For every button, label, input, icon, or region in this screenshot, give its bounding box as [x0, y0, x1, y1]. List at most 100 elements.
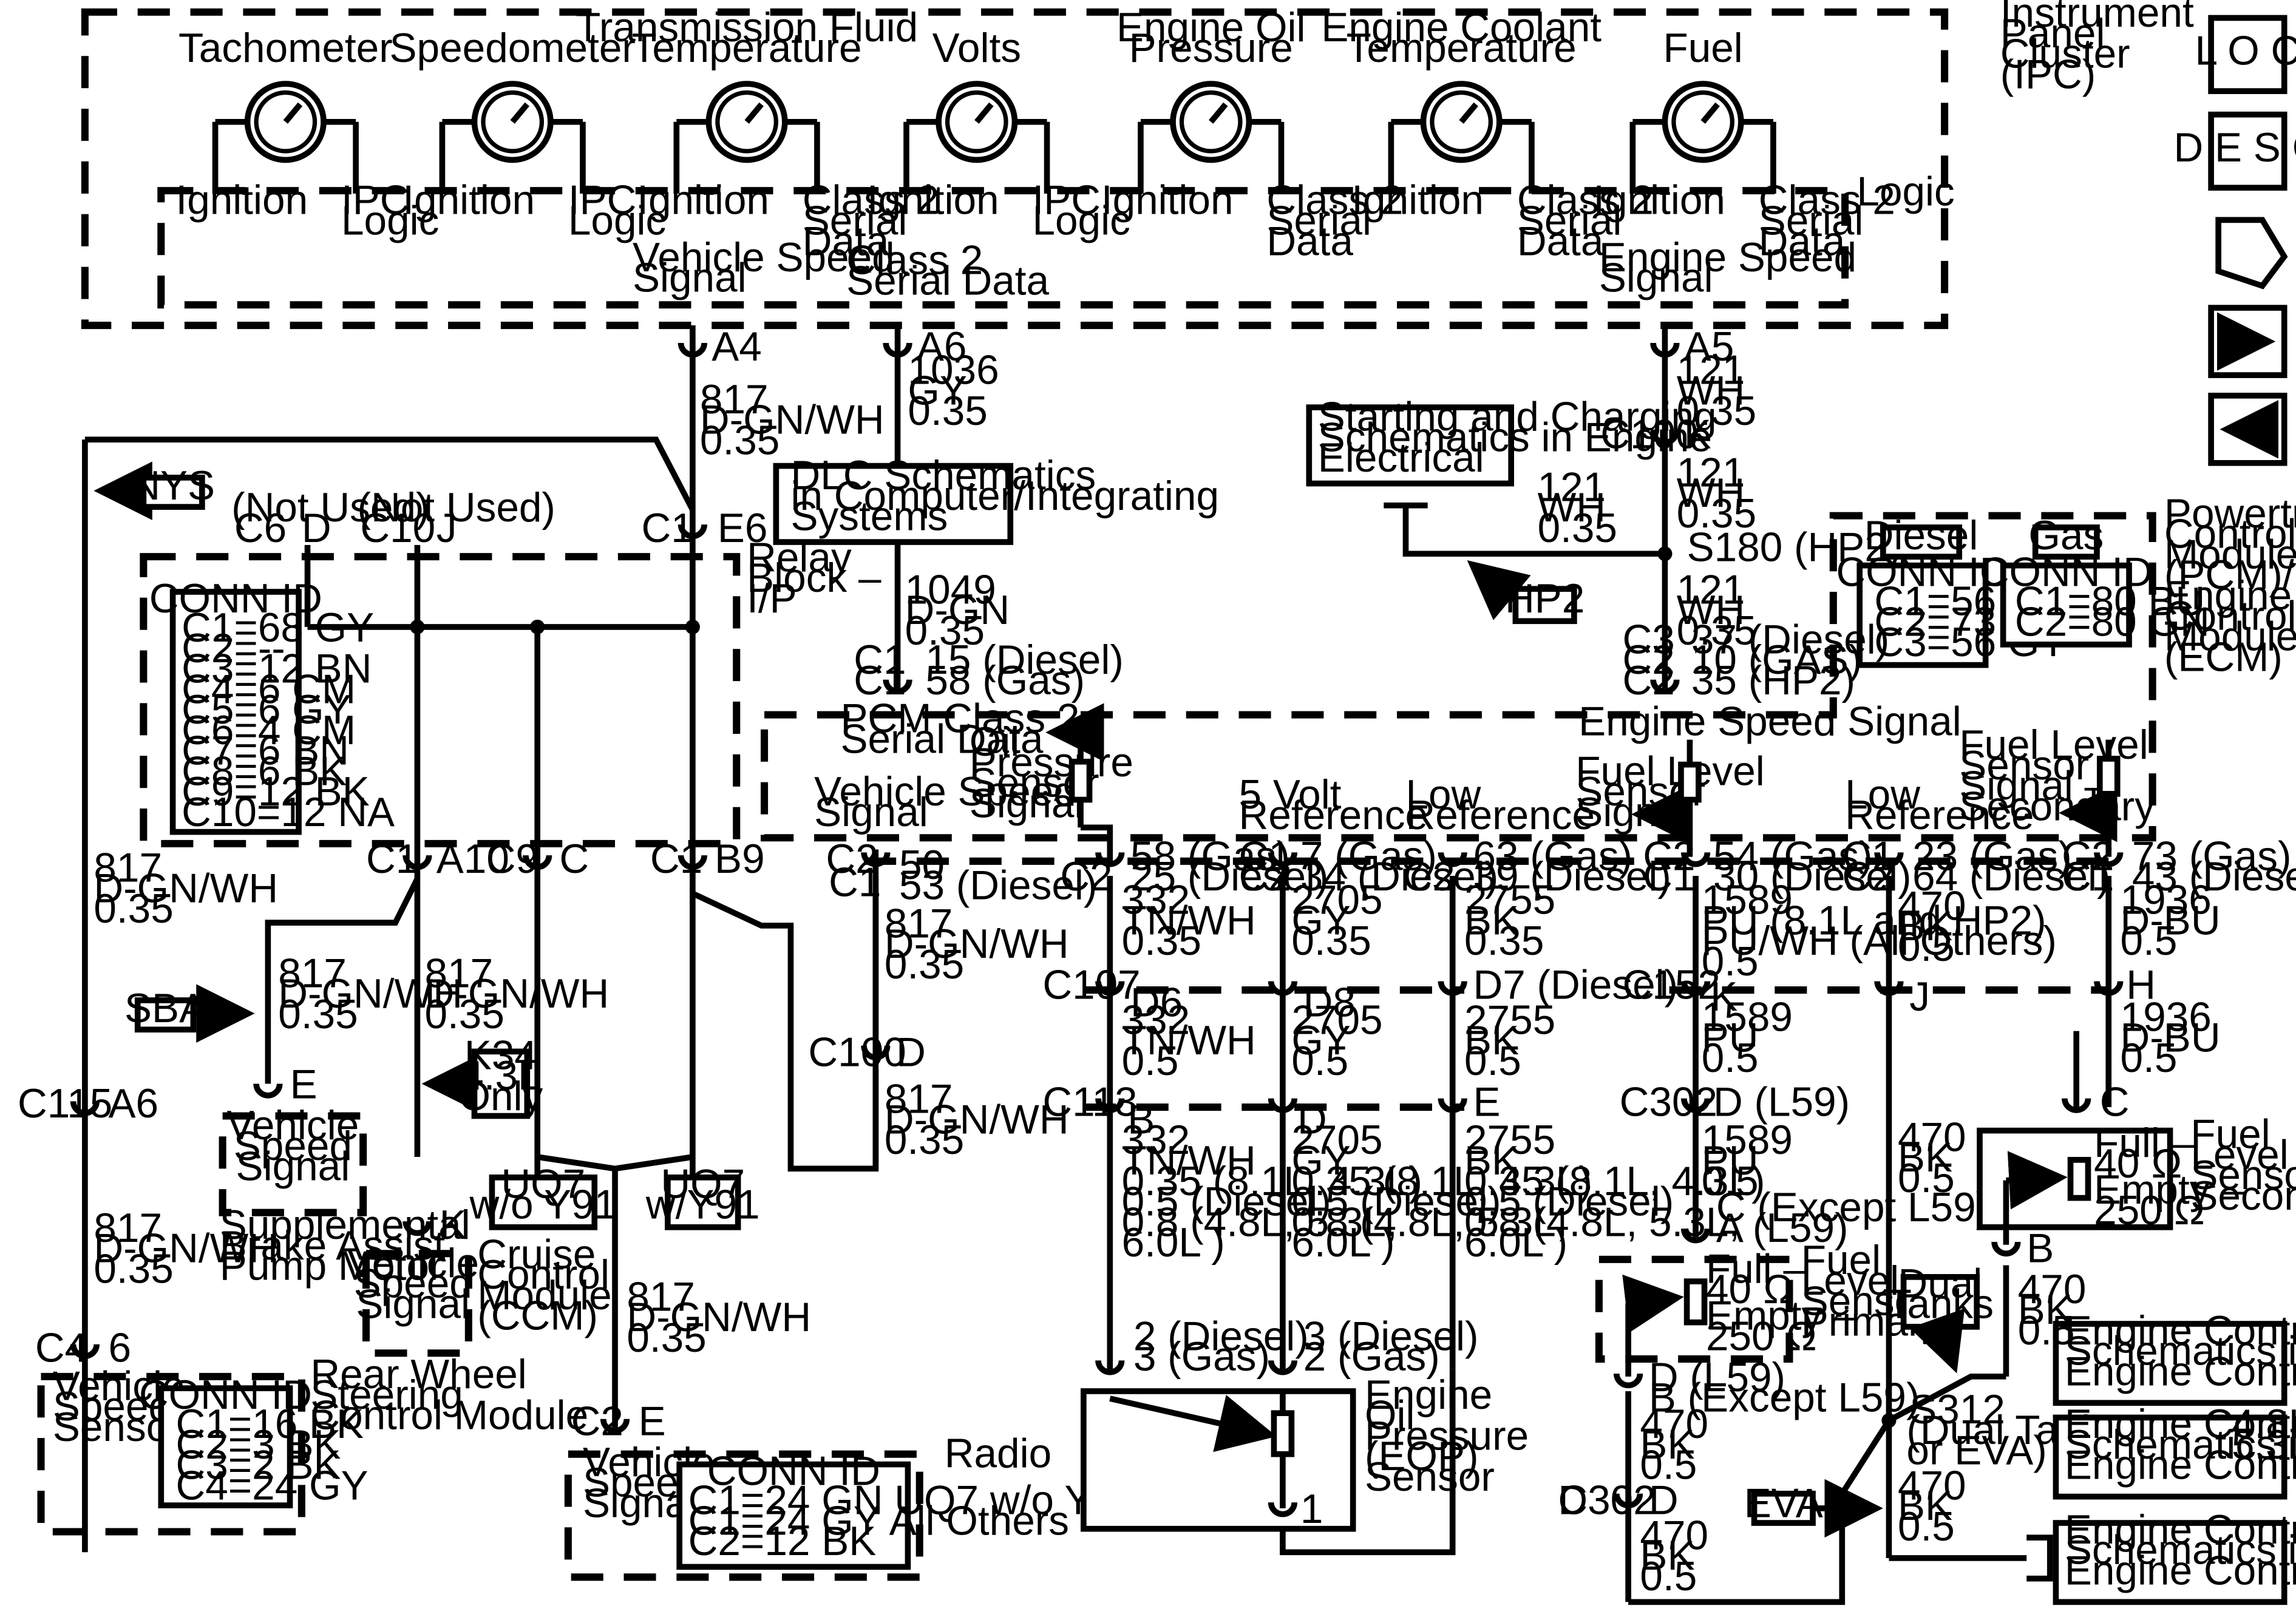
ccm-label: Control — [477, 1252, 610, 1298]
oil-resistor — [1068, 758, 1093, 803]
ref-label: Engine Controls — [2065, 1507, 2296, 1553]
gauge-title: Pressure — [1129, 25, 1293, 71]
gauge-icon — [705, 81, 788, 163]
pin-label: 58 (Gas) — [925, 658, 1085, 703]
ref-label: Systems — [790, 494, 948, 540]
gauge-right-label: Class 2 — [1759, 178, 1895, 223]
pin-label: C3 — [1622, 617, 1674, 662]
pin-label: 37 (Diesel) — [1691, 617, 1889, 662]
eop-label: Engine — [1365, 1372, 1492, 1418]
wire-label: D-GN/WH — [885, 921, 1069, 967]
pin-label: 15 (Diesel) — [925, 637, 1123, 683]
ref-tab — [2026, 1534, 2053, 1582]
wire-label: 121 — [1677, 450, 1745, 495]
schematic-icon — [2215, 217, 2288, 290]
wire-label: 817 — [700, 377, 769, 422]
connector-pin — [1614, 1373, 1643, 1389]
wire-label: BK — [1464, 1138, 1519, 1184]
ipc-vss-label: Signal — [633, 256, 747, 301]
gauge-face — [254, 90, 318, 154]
wire-label: 0.35 (8.1L, 4.3L) — [1464, 1159, 1765, 1204]
pin-label: 43 (Diesel) — [2132, 854, 2296, 900]
ref-label: Schematics in — [2065, 1329, 2296, 1374]
pcm-class2-label: PCM Class 2 — [840, 696, 1079, 742]
wire-label: 0.35 — [905, 608, 985, 654]
pin-label: A10 — [436, 836, 509, 882]
lowref-label: Reference — [1406, 793, 1595, 838]
pin-label: C1 — [366, 836, 418, 882]
ref-label: Engine Controls – 8.1L — [2065, 1548, 2296, 1593]
pin-label: D — [1558, 1478, 1588, 1524]
wire-eop-return — [1280, 1369, 1456, 1556]
gauge-title: Fuel — [1663, 25, 1742, 71]
fuel-sec-label: Secondary — [1959, 784, 2155, 829]
pin-label: D6 — [1130, 980, 1183, 1026]
wire-label: 2755 — [1464, 878, 1555, 923]
wire-label: 121 — [1677, 567, 1745, 612]
splice-dot — [410, 619, 425, 634]
dual-arrow — [1909, 1308, 1965, 1374]
gauge-left-label: Ignition — [1593, 178, 1725, 223]
wire-label: 0.35 — [908, 388, 987, 434]
wire-label: 0.8 (4.8L, 5.3L, — [1122, 1199, 1398, 1245]
connector-pin — [253, 1083, 283, 1099]
wire-label: BK — [1464, 898, 1519, 943]
gauge-right-label: Logic — [1032, 198, 1130, 244]
pin-label: C1 — [854, 658, 906, 703]
wire-label: PU/WH (All Others) — [1702, 918, 2057, 964]
notused-label: (Not Used) — [358, 485, 555, 531]
wire-label: 0.35 — [627, 1315, 706, 1361]
pin-label: C302 — [1620, 1080, 1717, 1125]
eop-resistor — [1271, 1410, 1295, 1457]
ipc-vss-label: Vehicle Speed — [633, 235, 895, 280]
pin-label: C115 — [18, 1081, 112, 1127]
connector-pin — [70, 1101, 100, 1116]
oil-label: Oil — [970, 719, 1020, 765]
connector-pin — [1650, 430, 1680, 446]
ref-label: Engine Controls – 6.0L — [2065, 1443, 2296, 1488]
k34-box — [471, 1048, 531, 1119]
eop-label: Pressure — [1365, 1413, 1529, 1459]
connector-pin — [70, 1344, 100, 1359]
wire-label: 0.5 — [1640, 1443, 1697, 1488]
ec81-ref — [2053, 1520, 2288, 1605]
fuel-label: Full – — [2094, 1120, 2195, 1166]
pin-label: 58 (Gas) — [1130, 833, 1290, 879]
fuel-level-label: Signal — [1575, 790, 1690, 835]
pin-label: E — [639, 1398, 666, 1444]
nav-label: L O C — [2195, 29, 2296, 74]
gauge-face — [1179, 90, 1243, 154]
splice-dot — [1657, 546, 1673, 561]
conn-row: C2=3 BK — [175, 1422, 341, 1468]
wire-label: 0.5 — [1464, 1039, 1521, 1084]
pin-label: C100 — [1600, 412, 1698, 458]
pin-label: C302 — [1558, 1478, 1656, 1524]
gauge-right-label: Serial — [803, 198, 908, 244]
gauge-left-label: Ignition — [1351, 178, 1484, 223]
ec48-ref — [2053, 1414, 2288, 1500]
conn-row: C3=12 BN — [182, 646, 372, 692]
rwsc-label: Steering — [310, 1372, 463, 1418]
gauge-left-label: Ignition — [637, 178, 769, 223]
ref-label: Engine Controls — [2065, 1308, 2296, 1354]
gauge-right-label: Data — [1266, 219, 1353, 264]
conn-row: C8=6 BK — [182, 748, 347, 794]
pin-label: K — [1684, 412, 1711, 458]
eop-arrow — [1109, 1395, 1277, 1453]
connector-pin — [600, 1419, 630, 1434]
gauge-needle — [283, 102, 303, 124]
pin-label: K — [440, 1202, 467, 1248]
conn-row: C6=4 CM — [182, 708, 356, 753]
pin-label: 63 (Gas) — [1473, 833, 1632, 879]
pin-label: C (Except L59) — [1716, 1185, 1989, 1230]
fuel-label: Empty – — [2094, 1167, 2244, 1213]
gauge-title: Tachometer — [178, 25, 393, 71]
pin-label: 73 (Gas) — [2132, 833, 2292, 879]
pin-label: K — [1710, 974, 1737, 1020]
sba-pump-label: Pump Motor — [220, 1244, 443, 1289]
uq7-label: w/o Y91 — [469, 1182, 617, 1227]
wire-label: 470 — [1898, 1114, 1966, 1160]
pin-label: C2 — [1643, 833, 1695, 879]
wire-label: 1589 — [1702, 995, 1793, 1040]
wire-label: 1589 — [1702, 1117, 1793, 1163]
